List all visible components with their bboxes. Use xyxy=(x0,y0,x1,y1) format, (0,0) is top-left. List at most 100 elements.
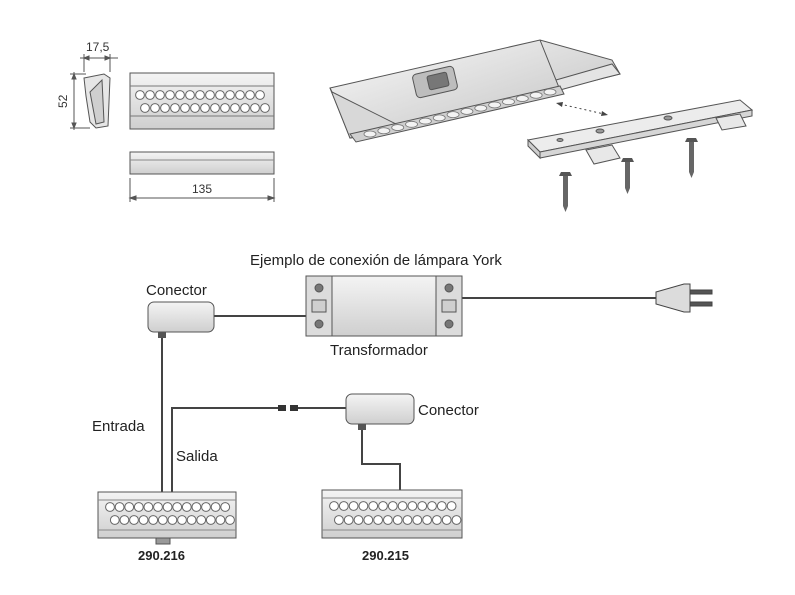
wire-connector-to-lamp xyxy=(361,426,401,490)
led xyxy=(255,90,265,100)
lamp-290-215 xyxy=(321,489,463,539)
screw xyxy=(559,172,572,212)
led xyxy=(432,114,446,122)
led xyxy=(460,107,474,115)
led xyxy=(446,501,457,511)
led xyxy=(153,502,163,512)
led xyxy=(205,515,216,525)
led xyxy=(185,90,195,100)
led xyxy=(165,90,175,100)
width-dimension-label: 17,5 xyxy=(86,40,110,54)
led xyxy=(377,127,391,135)
led xyxy=(195,90,205,100)
led xyxy=(432,515,442,525)
led xyxy=(215,90,225,100)
led xyxy=(240,103,250,113)
length-dimension-label: 135 xyxy=(192,182,213,196)
led xyxy=(436,501,447,511)
screw xyxy=(685,138,698,178)
led xyxy=(407,501,418,511)
led xyxy=(402,515,413,525)
led xyxy=(418,117,432,125)
led xyxy=(225,90,235,100)
led xyxy=(358,501,369,511)
screw xyxy=(621,158,634,194)
led xyxy=(177,515,187,525)
led xyxy=(387,501,398,511)
connector-top-label: Conector xyxy=(146,282,207,299)
led xyxy=(138,515,149,525)
led xyxy=(383,515,393,525)
output-label: Salida xyxy=(176,448,218,465)
lamp-left-code: 290.216 xyxy=(138,548,185,563)
led xyxy=(210,103,220,113)
lamp-perspective-view xyxy=(329,39,621,143)
led xyxy=(190,103,200,113)
height-dimension-label: 52 xyxy=(56,94,70,108)
led xyxy=(196,515,207,525)
led xyxy=(529,91,543,99)
led xyxy=(348,501,359,511)
led xyxy=(191,502,202,512)
led xyxy=(143,502,154,512)
height-dimension-line xyxy=(70,72,90,130)
length-dimension-line xyxy=(128,178,276,202)
led xyxy=(180,103,190,113)
led xyxy=(155,90,165,100)
led xyxy=(446,111,460,119)
led xyxy=(441,515,452,525)
led xyxy=(368,501,379,511)
led xyxy=(474,104,488,112)
mounting-bracket xyxy=(526,99,754,165)
led xyxy=(114,502,125,512)
led xyxy=(230,103,240,113)
led xyxy=(210,502,221,512)
mounting-direction-arrow xyxy=(556,102,608,116)
connector-top xyxy=(147,301,215,338)
transformer xyxy=(305,275,463,337)
input-label: Entrada xyxy=(92,418,145,435)
led xyxy=(378,501,388,511)
led xyxy=(148,515,159,525)
led xyxy=(353,515,364,525)
led xyxy=(417,501,428,511)
led xyxy=(170,103,180,113)
led xyxy=(124,502,135,512)
led xyxy=(133,502,144,512)
lamp-right-code: 290.215 xyxy=(362,548,409,563)
led xyxy=(145,90,155,100)
bottom-view-lamp xyxy=(129,151,275,175)
led xyxy=(245,90,255,100)
led xyxy=(150,103,160,113)
led xyxy=(140,103,150,113)
led xyxy=(160,103,170,113)
led xyxy=(220,103,230,113)
led xyxy=(250,103,260,113)
led xyxy=(181,502,192,512)
led xyxy=(260,103,270,113)
led xyxy=(427,501,437,511)
width-dimension-line xyxy=(80,54,118,72)
led xyxy=(502,98,515,106)
led xyxy=(215,515,226,525)
led xyxy=(129,515,139,525)
connector-right xyxy=(345,393,415,430)
side-profile-view xyxy=(83,73,111,129)
led xyxy=(167,515,178,525)
transformer-label: Transformador xyxy=(330,342,428,359)
led xyxy=(343,515,354,525)
inline-plug-connector xyxy=(278,405,298,411)
led xyxy=(338,501,349,511)
led xyxy=(515,95,529,102)
led xyxy=(329,501,339,511)
front-view-lamp xyxy=(129,72,275,130)
power-plug xyxy=(655,283,713,313)
led xyxy=(488,101,502,109)
connector-right-label: Conector xyxy=(418,402,479,419)
led xyxy=(119,515,130,525)
led xyxy=(162,502,173,512)
lamp-290-216 xyxy=(97,491,237,545)
led xyxy=(373,515,384,525)
led xyxy=(201,502,211,512)
led xyxy=(363,515,374,525)
